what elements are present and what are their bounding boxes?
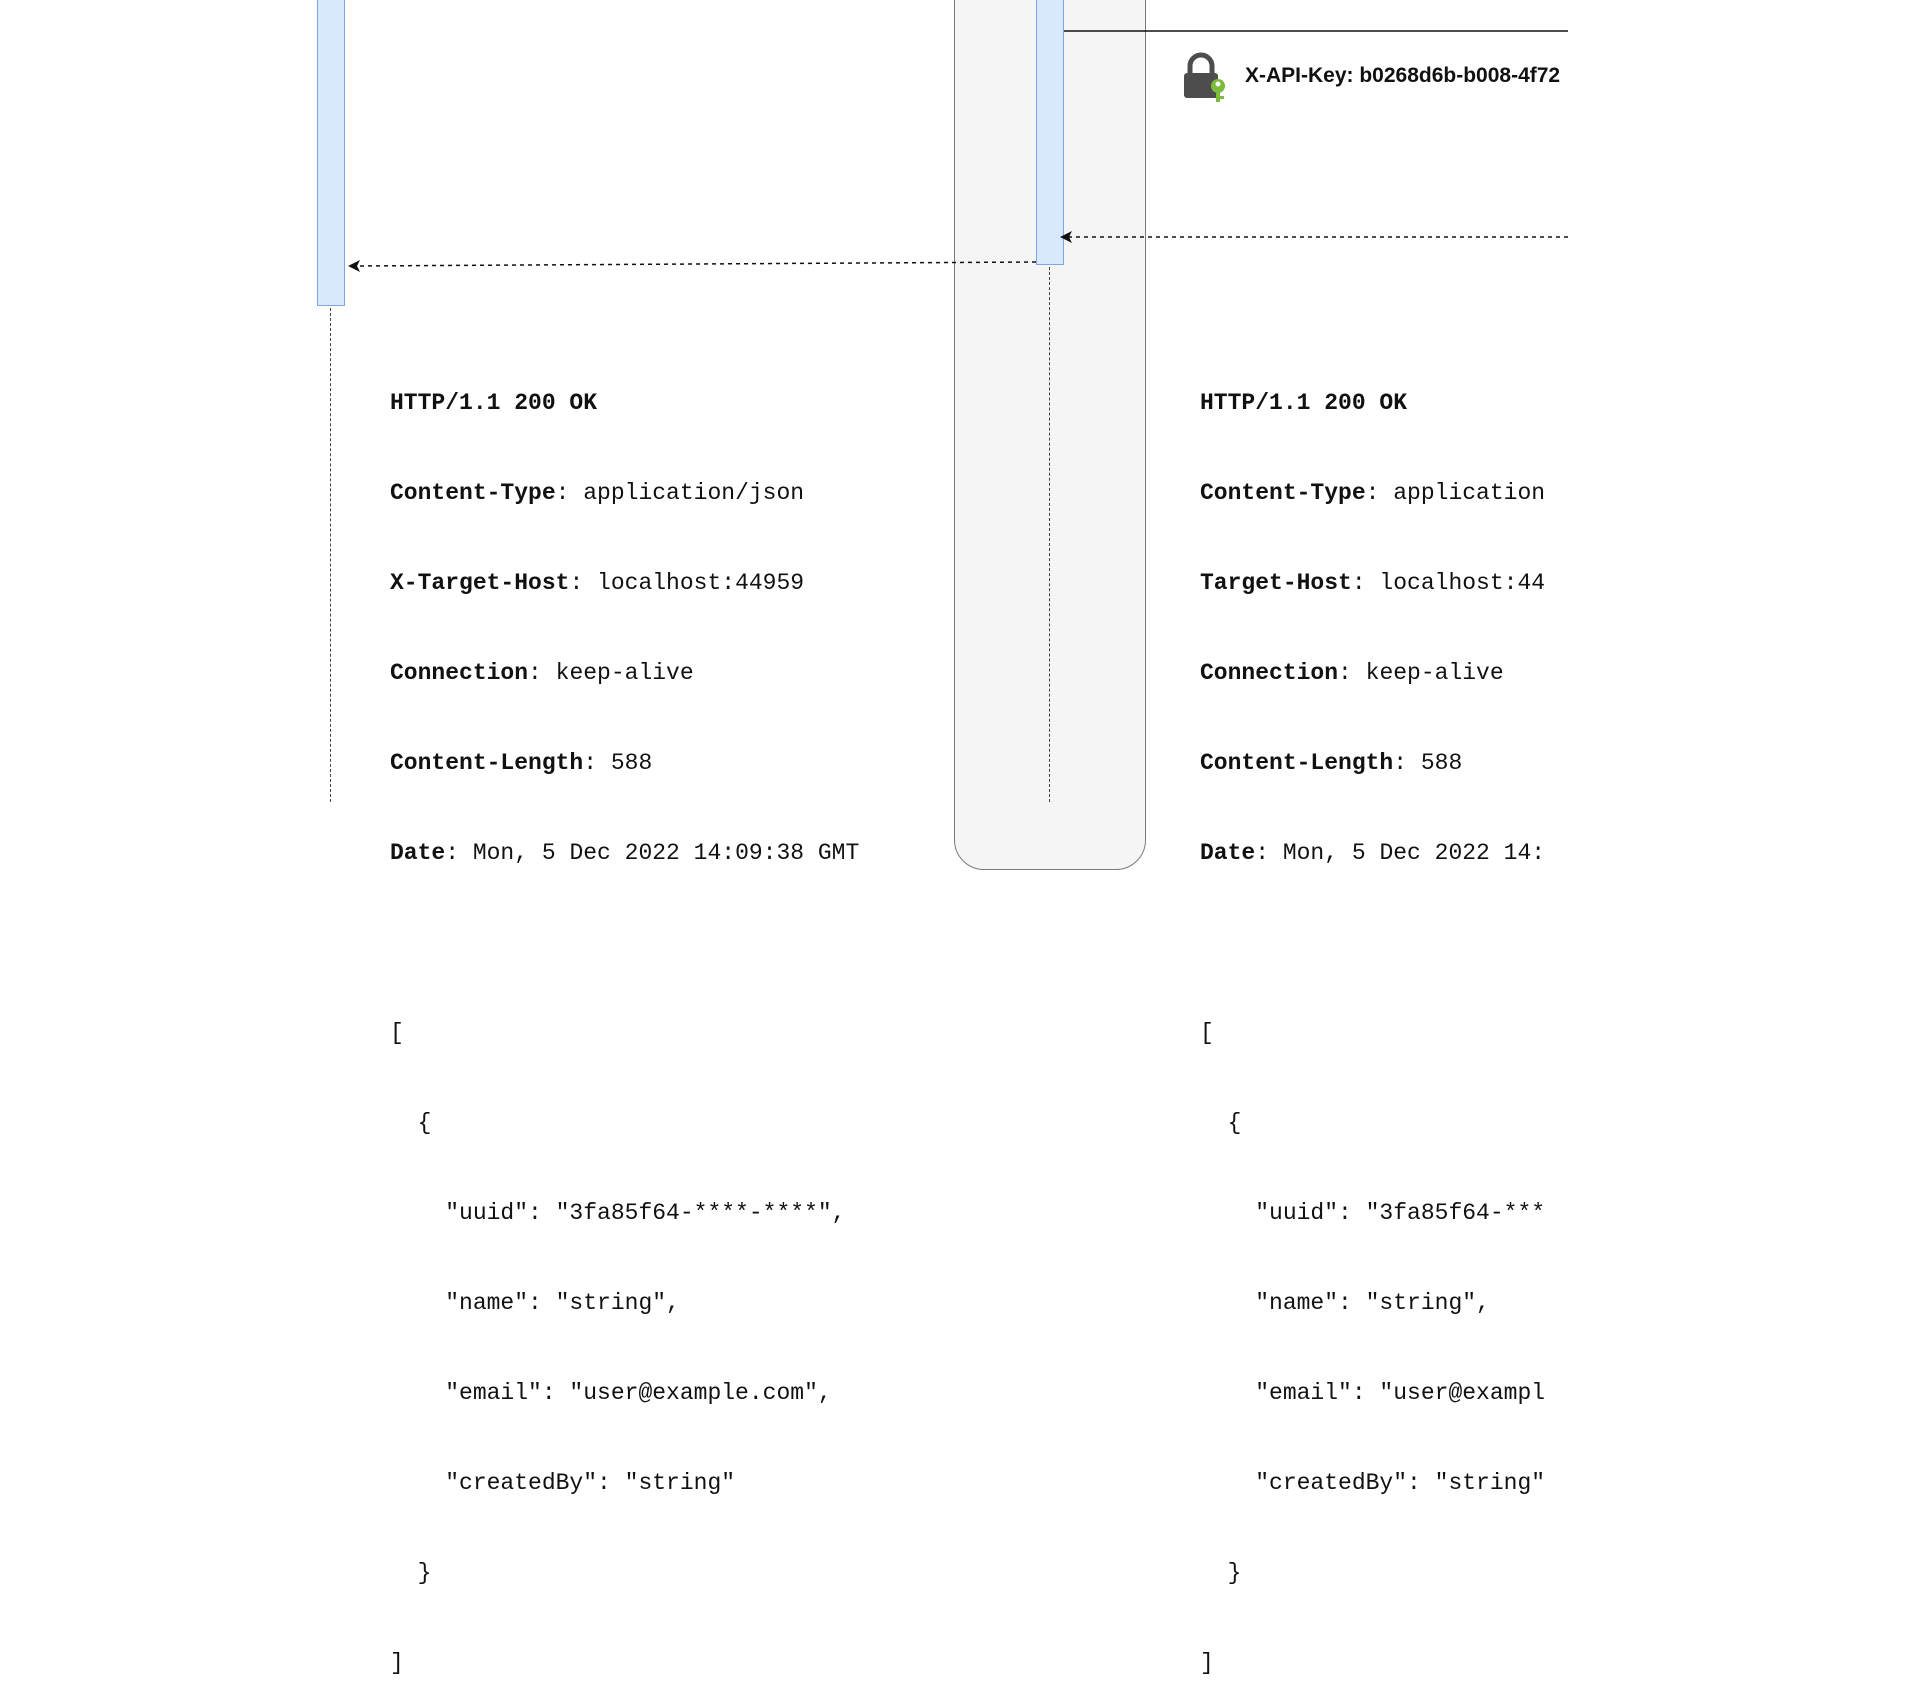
proxy-activation-bar bbox=[1036, 0, 1064, 265]
header-value: : keep-alive bbox=[1338, 660, 1504, 686]
header-key: Date bbox=[1200, 840, 1256, 866]
header-key: X-Target-Host bbox=[390, 570, 570, 596]
body-line: "createdBy": "string" bbox=[390, 1470, 736, 1496]
body-line: { bbox=[1200, 1110, 1242, 1136]
body-line: [ bbox=[1200, 1020, 1214, 1046]
response-arrow-to-client-line bbox=[355, 261, 1037, 267]
header-key: Target-Host bbox=[1200, 570, 1352, 596]
blank-line bbox=[390, 928, 859, 958]
header-value: : keep-alive bbox=[528, 660, 694, 686]
header-value: : Mon, 5 Dec 2022 14:09:38 GMT bbox=[445, 840, 860, 866]
client-activation-bar bbox=[317, 0, 345, 306]
body-line: [ bbox=[390, 1020, 404, 1046]
header-value: : 588 bbox=[1393, 750, 1463, 776]
status-line: HTTP/1.1 200 OK bbox=[1200, 390, 1408, 416]
header-key: Content-Length bbox=[390, 750, 584, 776]
header-key: Content-Type bbox=[390, 480, 556, 506]
proxy-lifeline bbox=[1049, 267, 1050, 802]
header-line: Date: Mon, 5 Dec 2022 14: bbox=[1200, 838, 1545, 868]
header-line: Content-Length: 588 bbox=[390, 748, 859, 778]
body-line: "email": "user@exampl bbox=[1200, 1380, 1546, 1406]
client-response-block: HTTP/1.1 200 OK Content-Type: applicatio… bbox=[390, 328, 859, 1708]
status-line: HTTP/1.1 200 OK bbox=[390, 390, 598, 416]
blank-line bbox=[1200, 928, 1545, 958]
header-line: Content-Type: application/json bbox=[390, 478, 859, 508]
header-value: : localhost:44959 bbox=[569, 570, 805, 596]
body-line: "uuid": "3fa85f64-****-****", bbox=[390, 1200, 846, 1226]
header-line: Target-Host: localhost:44 bbox=[1200, 568, 1545, 598]
header-key: Date bbox=[390, 840, 446, 866]
body-line: } bbox=[1200, 1560, 1242, 1586]
proxy-response-block: HTTP/1.1 200 OK Content-Type: applicatio… bbox=[1200, 328, 1545, 1708]
response-arrow-to-client-head bbox=[348, 260, 360, 272]
body-line: "uuid": "3fa85f64-*** bbox=[1200, 1200, 1546, 1226]
body-line: "createdBy": "string" bbox=[1200, 1470, 1546, 1496]
body-line: "name": "string", bbox=[390, 1290, 680, 1316]
header-key: Connection bbox=[1200, 660, 1339, 686]
header-line: Content-Length: 588 bbox=[1200, 748, 1545, 778]
body-line: ] bbox=[1200, 1650, 1214, 1676]
body-line: { bbox=[390, 1110, 432, 1136]
header-line: Connection: keep-alive bbox=[1200, 658, 1545, 688]
api-key-label: X-API-Key: b0268d6b-b008-4f72 bbox=[1245, 64, 1561, 87]
header-value: : application/json bbox=[555, 480, 805, 506]
body-line: } bbox=[390, 1560, 432, 1586]
message-arrows bbox=[348, 30, 1568, 272]
header-value: : localhost:44 bbox=[1351, 570, 1546, 596]
header-value: : Mon, 5 Dec 2022 14: bbox=[1255, 840, 1546, 866]
body-line: "email": "user@example.com", bbox=[390, 1380, 832, 1406]
client-lifeline bbox=[330, 308, 331, 802]
header-line: X-Target-Host: localhost:44959 bbox=[390, 568, 859, 598]
body-line: ] bbox=[390, 1650, 404, 1676]
body-line: "name": "string", bbox=[1200, 1290, 1490, 1316]
header-line: Date: Mon, 5 Dec 2022 14:09:38 GMT bbox=[390, 838, 859, 868]
header-line: Connection: keep-alive bbox=[390, 658, 859, 688]
header-key: Connection bbox=[390, 660, 529, 686]
response-arrow-to-proxy-head bbox=[1060, 231, 1072, 243]
header-value: : application bbox=[1365, 480, 1546, 506]
header-key: Content-Type bbox=[1200, 480, 1366, 506]
header-line: Content-Type: application bbox=[1200, 478, 1545, 508]
header-key: Content-Length bbox=[1200, 750, 1394, 776]
header-value: : 588 bbox=[583, 750, 653, 776]
lock-with-key-icon bbox=[1184, 52, 1225, 102]
